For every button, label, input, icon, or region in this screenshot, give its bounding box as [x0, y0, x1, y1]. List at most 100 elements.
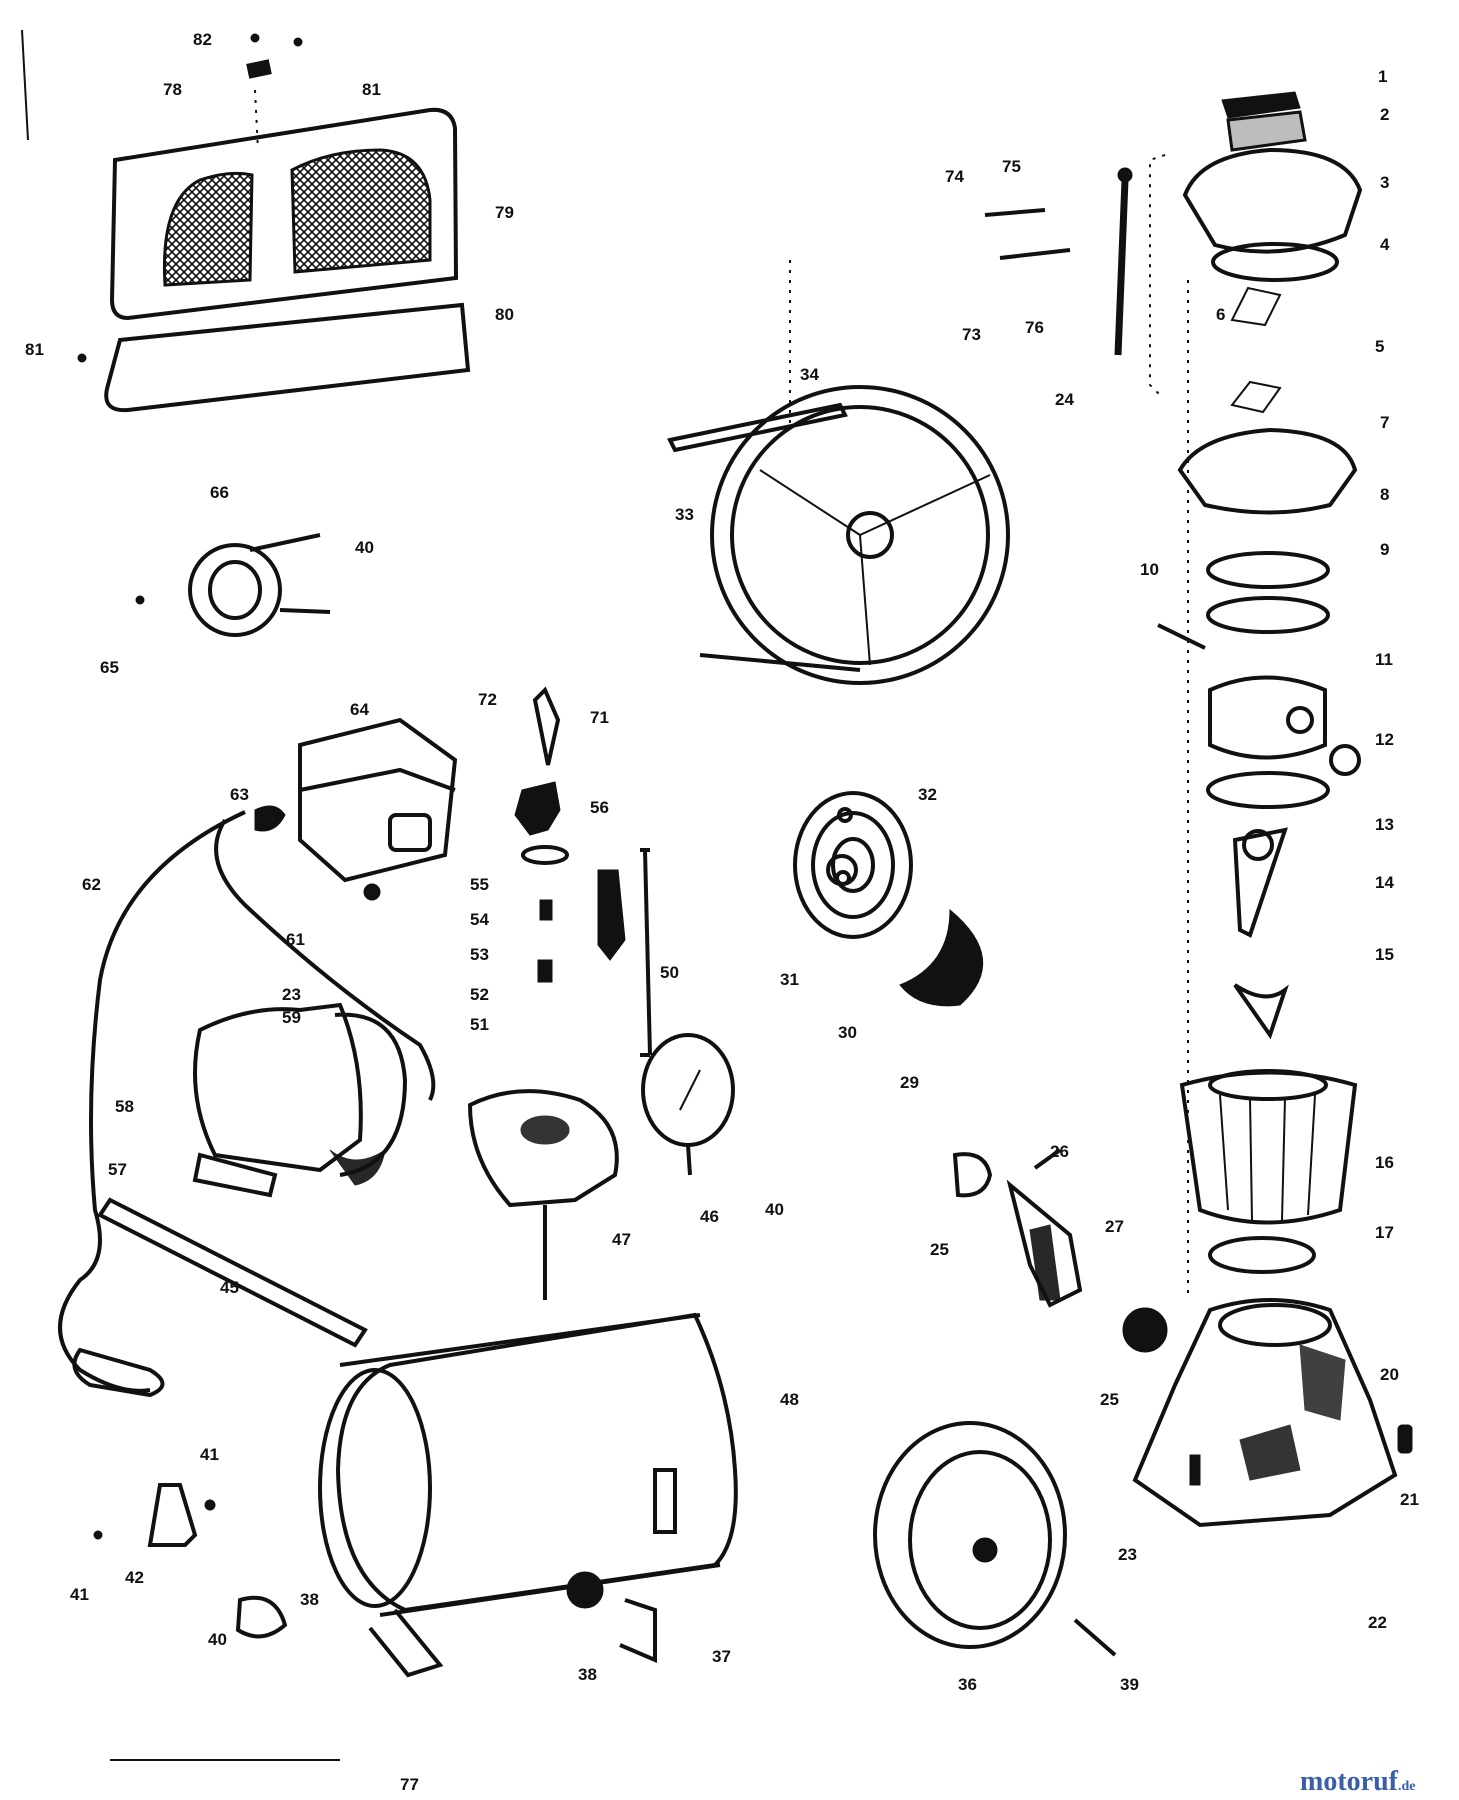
wrist-pin-10	[1157, 623, 1206, 650]
label-64: 64	[350, 700, 369, 719]
cylinder-16	[1179, 1070, 1358, 1225]
flywheel-assembly	[667, 260, 1010, 685]
label-32: 32	[918, 785, 937, 804]
axle-bolt-39	[1073, 1618, 1117, 1657]
tank-48	[335, 1312, 738, 1613]
label-74: 74	[945, 167, 964, 186]
label-54: 54	[470, 910, 489, 929]
label-29: 29	[900, 1073, 919, 1092]
label-53: 53	[470, 945, 489, 964]
label-47: 47	[612, 1230, 631, 1249]
label-2: 2	[1380, 105, 1389, 124]
bushing-63	[254, 805, 286, 832]
label-1: 1	[1378, 67, 1387, 86]
motor-58	[193, 1002, 363, 1173]
regulator	[467, 1089, 619, 1300]
label-5: 5	[1375, 337, 1384, 356]
fan-assembly	[793, 791, 984, 1007]
safety-valve	[93, 1483, 288, 1639]
label-50: 50	[660, 963, 679, 982]
label-23: 23	[1118, 1545, 1137, 1564]
label-36: 36	[958, 1675, 977, 1694]
label-11: 11	[1375, 650, 1393, 669]
label-40b: 40	[765, 1200, 784, 1219]
label-81b: 81	[25, 340, 44, 359]
ring-9a	[1206, 551, 1330, 589]
label-9: 9	[1380, 540, 1389, 559]
crankshaft	[952, 1148, 1168, 1353]
label-12: 12	[1375, 730, 1394, 749]
label-48: 48	[780, 1390, 799, 1409]
label-75: 75	[1002, 157, 1021, 176]
label-46: 46	[700, 1207, 719, 1226]
foot-77b	[619, 1598, 657, 1664]
motor-pulley	[135, 533, 331, 637]
shroud-29	[899, 908, 984, 1007]
label-72: 72	[478, 690, 497, 709]
label-58: 58	[115, 1097, 134, 1116]
label-38a: 38	[578, 1665, 597, 1684]
belt-guard-base-80	[104, 302, 471, 413]
reed-5	[1230, 380, 1282, 414]
label-80: 80	[495, 305, 514, 324]
label-76: 76	[1025, 318, 1044, 337]
label-78: 78	[163, 80, 182, 99]
drain-38	[566, 1571, 604, 1609]
part-number-labels: 1 2 3 4 5 6 7 8 9 10 11 12 13 14 15 16 1…	[25, 30, 1419, 1794]
flywheel-33	[710, 385, 1010, 685]
cylinder-head-stack	[1157, 91, 1363, 1300]
pressure-switch	[254, 717, 458, 901]
ring-9b	[1206, 596, 1330, 634]
label-66: 66	[210, 483, 229, 502]
valve-56	[514, 781, 561, 836]
belt-guard-mesh-left	[162, 171, 254, 287]
label-24: 24	[1055, 390, 1074, 409]
motor	[192, 1002, 408, 1198]
label-52: 52	[470, 985, 489, 1004]
fan-32	[793, 791, 913, 939]
motor-base-57	[192, 1152, 278, 1198]
cap-15	[1233, 983, 1289, 1040]
pin-76	[999, 248, 1071, 260]
pulley-66	[188, 543, 282, 637]
air-tank	[97, 1197, 738, 1678]
label-81a: 81	[362, 80, 381, 99]
label-82: 82	[193, 30, 212, 49]
watermark-brand-text: motoruf	[1300, 1766, 1399, 1797]
label-34: 34	[800, 365, 819, 384]
belt-guard-shell	[109, 107, 459, 321]
label-63: 63	[230, 785, 249, 804]
gasket-4	[1211, 242, 1339, 282]
label-79: 79	[495, 203, 514, 222]
label-71: 71	[590, 708, 609, 727]
label-27: 27	[1105, 1217, 1124, 1236]
watermark-brand: motoruf.de	[1300, 1766, 1415, 1797]
belt-lower	[699, 653, 861, 672]
label-4: 4	[1380, 235, 1390, 254]
label-73: 73	[962, 325, 981, 344]
flywheel-hub	[846, 511, 894, 559]
screw-81	[293, 37, 303, 47]
label-20: 20	[1380, 1365, 1399, 1384]
handle-45	[97, 1197, 368, 1348]
regulator-47	[467, 1089, 619, 1208]
label-21: 21	[1400, 1490, 1419, 1509]
label-30: 30	[838, 1023, 857, 1042]
label-62: 62	[82, 875, 101, 894]
valve-plate-7	[1177, 427, 1358, 515]
clip-78	[246, 59, 272, 79]
wheel-36	[873, 1421, 1067, 1649]
label-37: 37	[712, 1647, 731, 1666]
label-33: 33	[675, 505, 694, 524]
piston-11	[1208, 675, 1327, 760]
label-6: 6	[1216, 305, 1225, 324]
label-14: 14	[1375, 873, 1394, 892]
belt-guard	[77, 33, 471, 413]
hose-61	[214, 818, 436, 1101]
head-3	[1182, 147, 1363, 254]
label-31: 31	[780, 970, 799, 989]
label-61: 61	[286, 930, 305, 949]
label-65: 65	[100, 658, 119, 677]
head-bolt-24	[1114, 154, 1166, 396]
foot-77a	[368, 1608, 444, 1678]
